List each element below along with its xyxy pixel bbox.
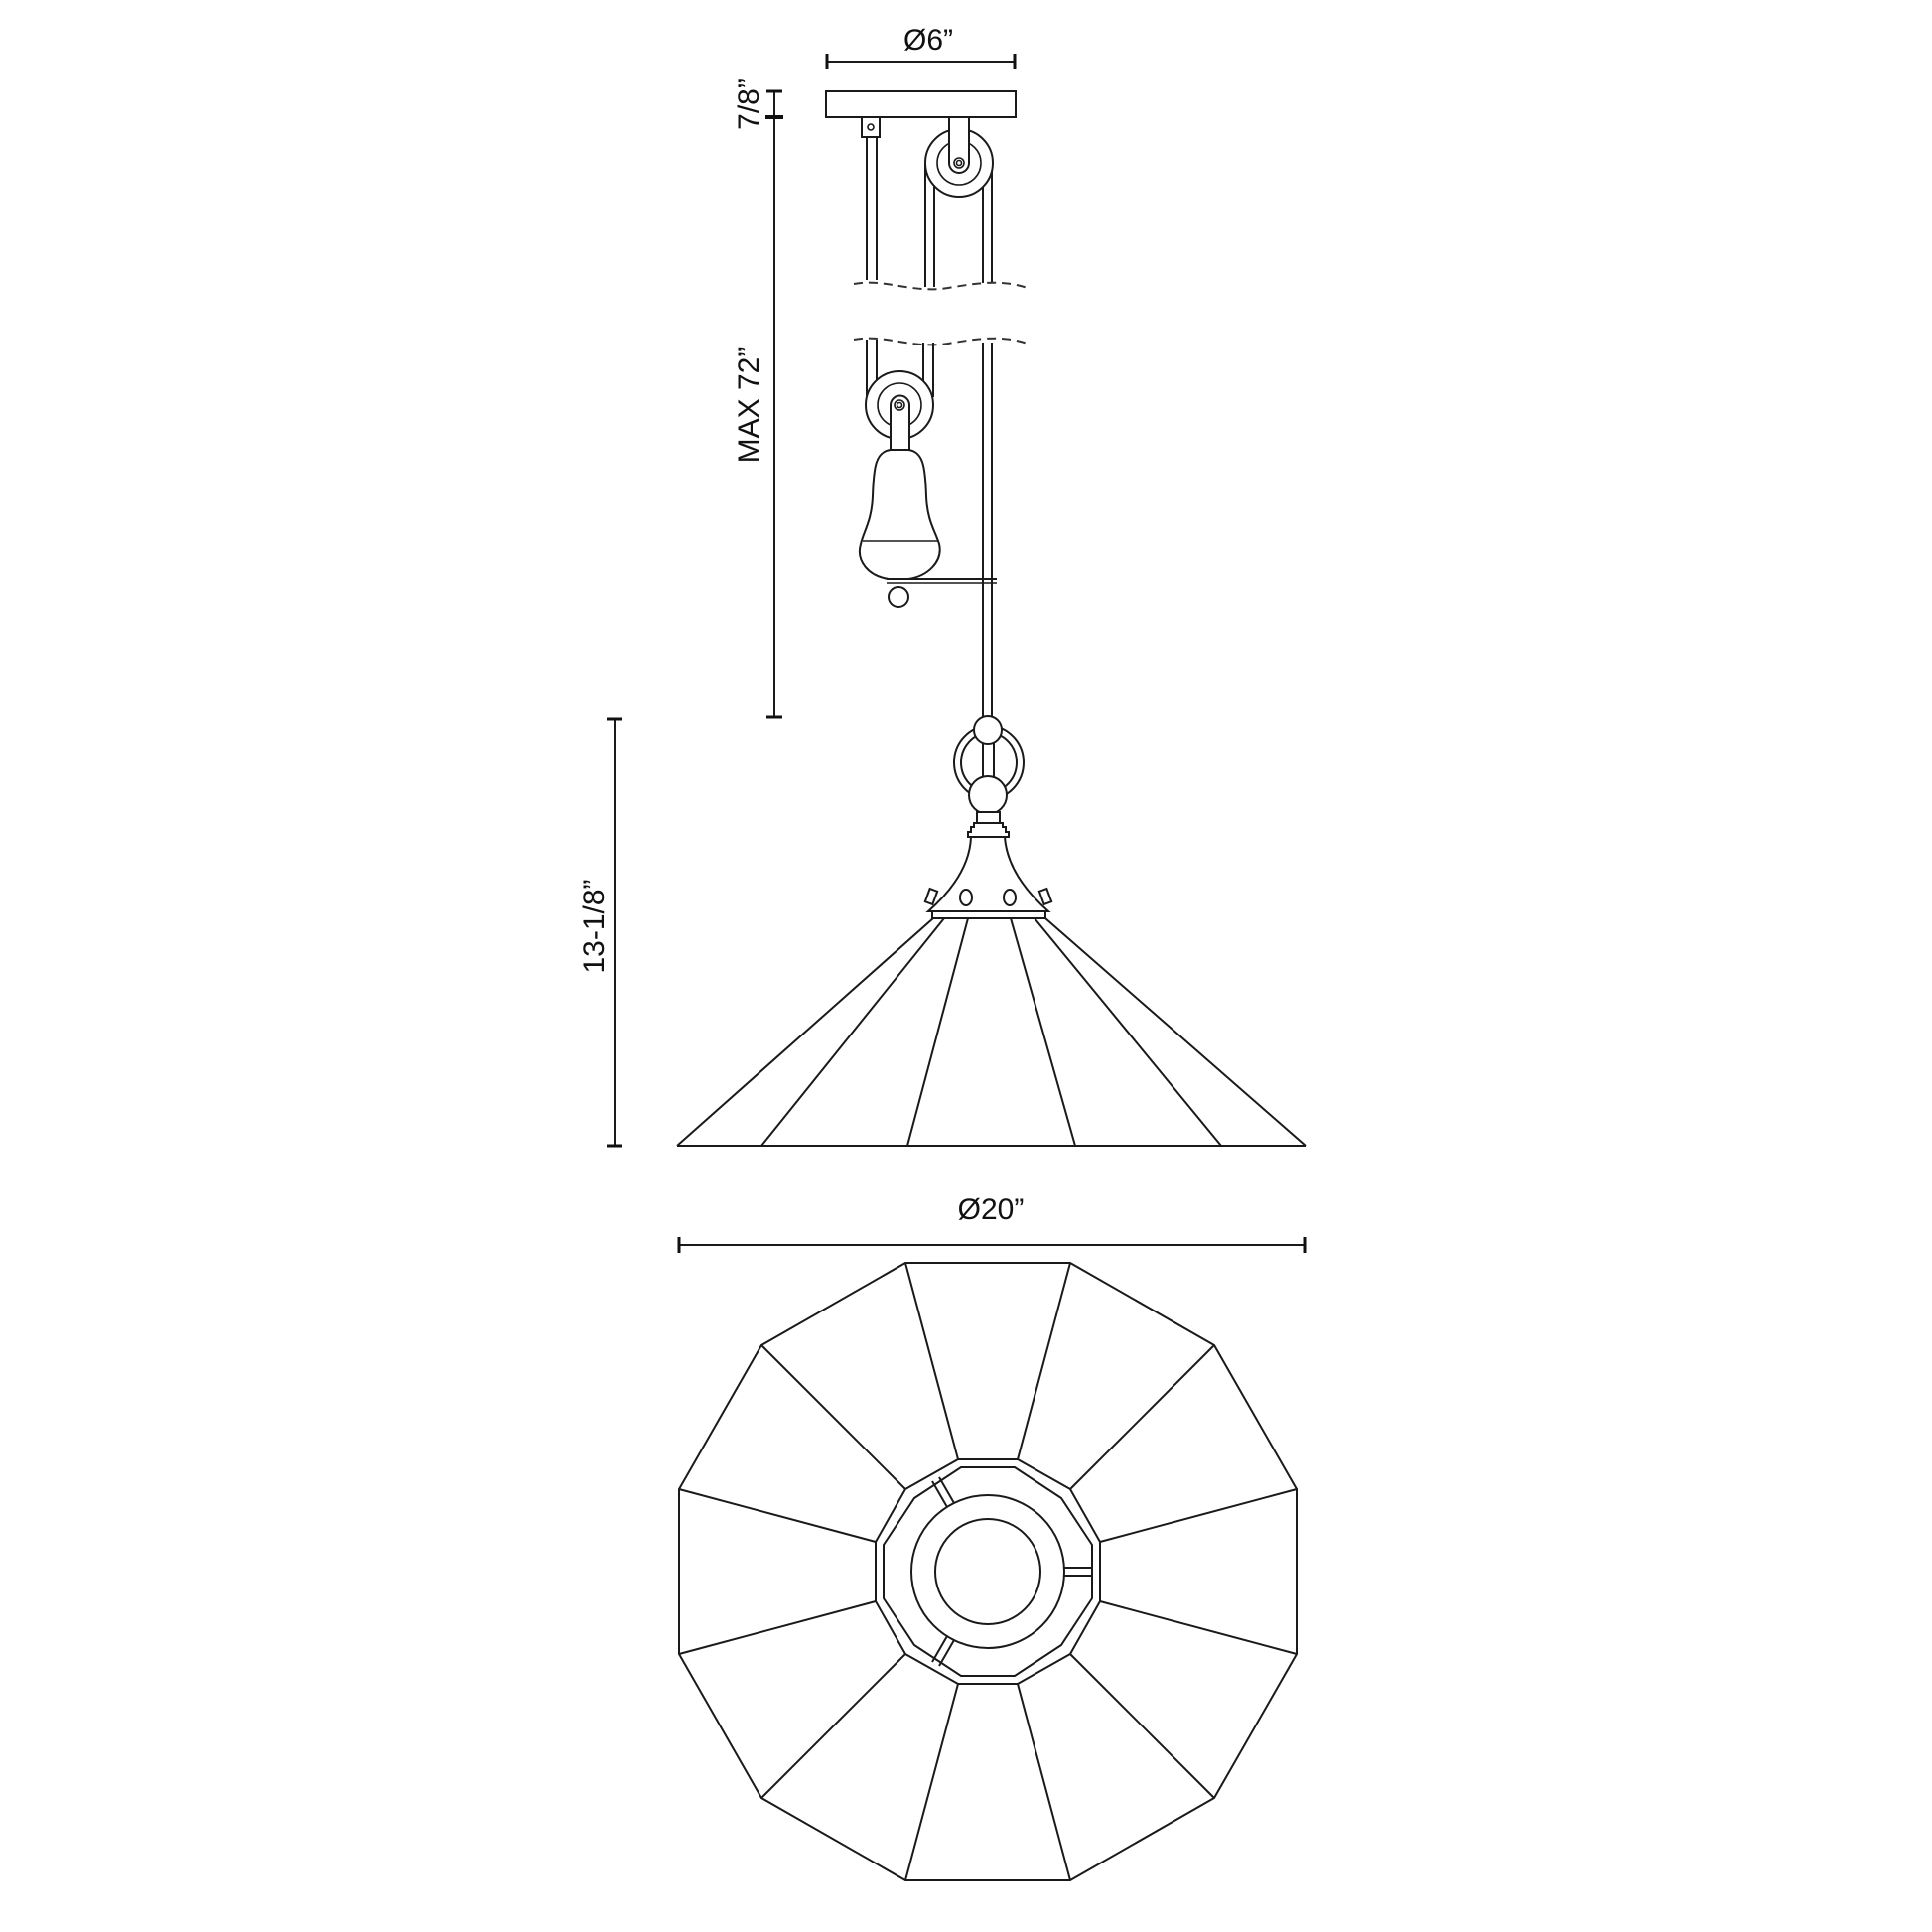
shade-diameter-label: Ø20” (958, 1193, 1025, 1226)
shade-bottom-view (678, 1262, 1298, 1881)
shade-height-label: 13-1/8” (578, 879, 611, 973)
moving-pulley (865, 340, 934, 451)
fixed-pulley (924, 116, 994, 287)
rod (982, 343, 993, 717)
set-screw (959, 889, 973, 906)
collar-struts (931, 1476, 1092, 1667)
shade-height-dimension: 13-1/8” (578, 717, 622, 1148)
upper-ball (973, 715, 1003, 745)
break-lines (853, 281, 1029, 346)
fitter (923, 811, 1053, 919)
counterweight (858, 449, 997, 608)
canopy-diameter-dimension: Ø6” (825, 24, 1017, 69)
shade-side (676, 917, 1307, 1147)
height-dimension: 7/8” MAX 72” (733, 78, 783, 719)
cable-anchor (861, 116, 881, 138)
canopy-diameter-label: Ø6” (903, 24, 953, 57)
socket-cup (934, 1518, 1041, 1625)
max-length-label: MAX 72” (733, 347, 765, 464)
inner-collar (875, 1458, 1101, 1685)
weight-finial (888, 586, 909, 608)
lower-ball (968, 775, 1008, 815)
inner-collar-band (883, 1466, 1093, 1677)
shade-diameter-dimension: Ø20” (677, 1193, 1307, 1253)
ring-loop (953, 715, 1025, 815)
panel-seams (678, 1262, 1298, 1881)
canopy (825, 90, 1017, 280)
canopy-height-label: 7/8” (733, 78, 765, 130)
set-screw (1003, 889, 1017, 906)
socket-ring (910, 1494, 1065, 1649)
